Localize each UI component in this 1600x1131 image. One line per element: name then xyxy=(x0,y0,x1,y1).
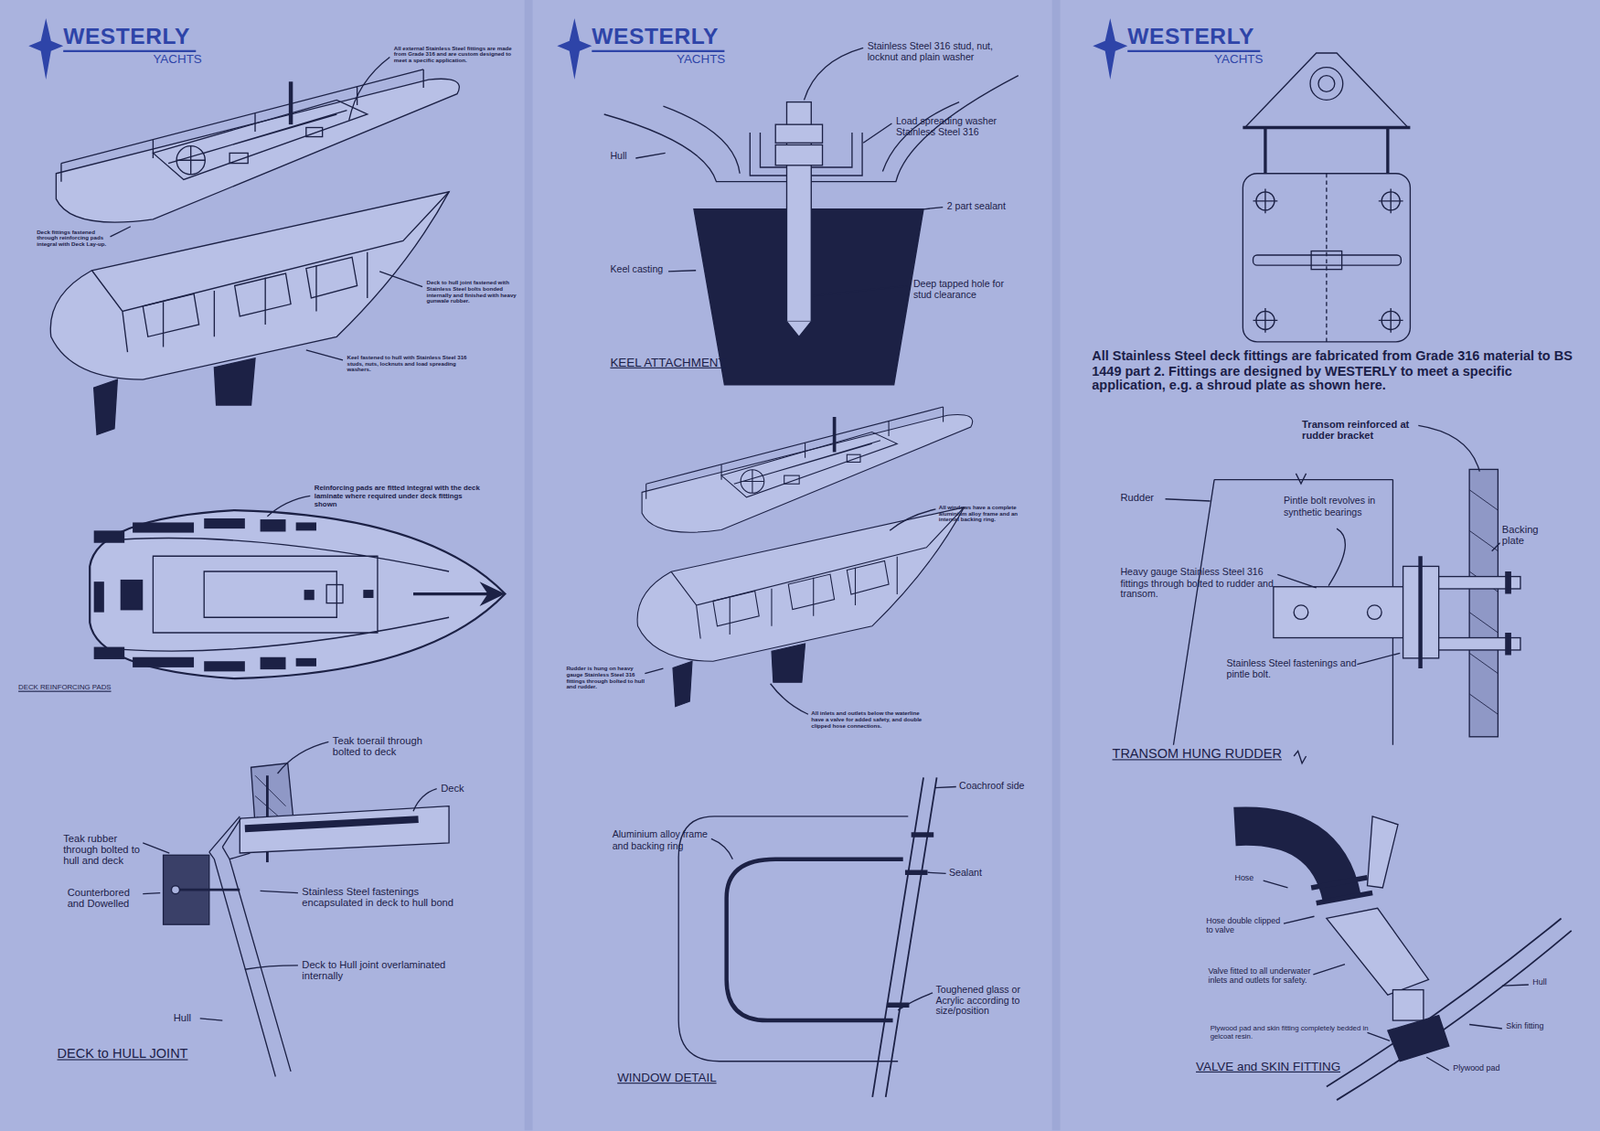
callout-label: Hull xyxy=(1532,978,1547,988)
callout-label: All Stainless Steel deck fittings are fa… xyxy=(1091,349,1582,395)
section-caption: DECK to HULL JOINT xyxy=(56,1046,188,1062)
section-caption: WINDOW DETAIL xyxy=(617,1071,716,1086)
callout-label: Stainless Steel fastenings and pintle bo… xyxy=(1226,658,1366,681)
callout-label: Aluminium alloy frame and backing ring xyxy=(612,829,713,852)
brand-logo-text: WESTERLY xyxy=(591,24,719,50)
callout-label: Transom reinforced at rudder bracket xyxy=(1301,418,1417,442)
callout-label: Load spreading washer Stainless Steel 31… xyxy=(896,116,1011,139)
brand-logo-text: WESTERLY xyxy=(1127,24,1255,50)
callout-label: Deck xyxy=(440,782,464,794)
section-caption: KEEL ATTACHMENT xyxy=(609,356,726,371)
callout-label: Teak rubber through bolted to hull and d… xyxy=(63,832,145,867)
brand-logo-text: WESTERLY xyxy=(63,24,191,50)
section-caption: VALVE and SKIN FITTING xyxy=(1195,1060,1341,1075)
callout-label: Counterbored and Dowelled xyxy=(67,886,144,910)
section-caption: DECK REINFORCING PADS xyxy=(18,683,111,693)
callout-label: All windows have a complete aluminium al… xyxy=(938,503,1034,523)
callout-label: Coachroof side xyxy=(959,780,1024,792)
callout-label: Sealant xyxy=(949,867,982,879)
callout-label: Hose double clipped to valve xyxy=(1205,917,1286,936)
callout-label: Deck to Hull joint overlaminated interna… xyxy=(301,959,470,982)
callout-label: All inlets and outlets below the waterli… xyxy=(810,710,926,730)
callout-label: Hull xyxy=(173,1012,192,1024)
callout-label: Reinforcing pads are fitted integral wit… xyxy=(314,483,486,508)
section-caption: TRANSOM HUNG RUDDER xyxy=(1112,746,1282,762)
callout-label: Deep tapped hole for stud clearance xyxy=(913,278,1021,301)
callout-label: All external Stainless Steel fittings ar… xyxy=(394,44,523,64)
callout-label: Deck to hull joint fastened with Stainle… xyxy=(426,279,522,305)
callout-label: Deck fittings fastened through reinforci… xyxy=(36,228,110,248)
callout-label: Rudder is hung on heavy gauge Stainless … xyxy=(565,665,646,691)
callout-label: Stainless Steel 316 stud, nut, locknut a… xyxy=(867,41,1006,64)
callout-label: Heavy gauge Stainless Steel 316 fittings… xyxy=(1120,567,1289,601)
callout-label: Keel fastened to hull with Stainless Ste… xyxy=(346,353,480,374)
callout-label: Plywood pad xyxy=(1452,1064,1500,1074)
callout-label: Toughened glass or Acrylic according to … xyxy=(935,984,1038,1018)
brand-logo-text: YACHTS xyxy=(1214,53,1263,67)
callout-label: Backing plate xyxy=(1502,523,1564,547)
callout-label: 2 part sealant xyxy=(947,201,1006,213)
callout-label: Skin fitting xyxy=(1505,1022,1544,1032)
callout-label: Stainless Steel fastenings encapsulated … xyxy=(301,885,470,909)
brand-logo-text: YACHTS xyxy=(152,53,202,67)
callout-label: Teak toerail through bolted to deck xyxy=(332,735,446,758)
brand-logo-text: YACHTS xyxy=(676,53,726,67)
callout-label: Plywood pad and skin fitting completely … xyxy=(1210,1024,1369,1041)
callout-label: Pintle bolt revolves in synthetic bearin… xyxy=(1283,495,1388,518)
callout-label: Hose xyxy=(1234,874,1254,884)
callout-label: Valve fitted to all underwater inlets an… xyxy=(1207,967,1314,986)
callout-label: Keel casting xyxy=(609,264,663,276)
callout-label: Rudder xyxy=(1120,491,1154,503)
callout-label: Hull xyxy=(609,150,627,162)
